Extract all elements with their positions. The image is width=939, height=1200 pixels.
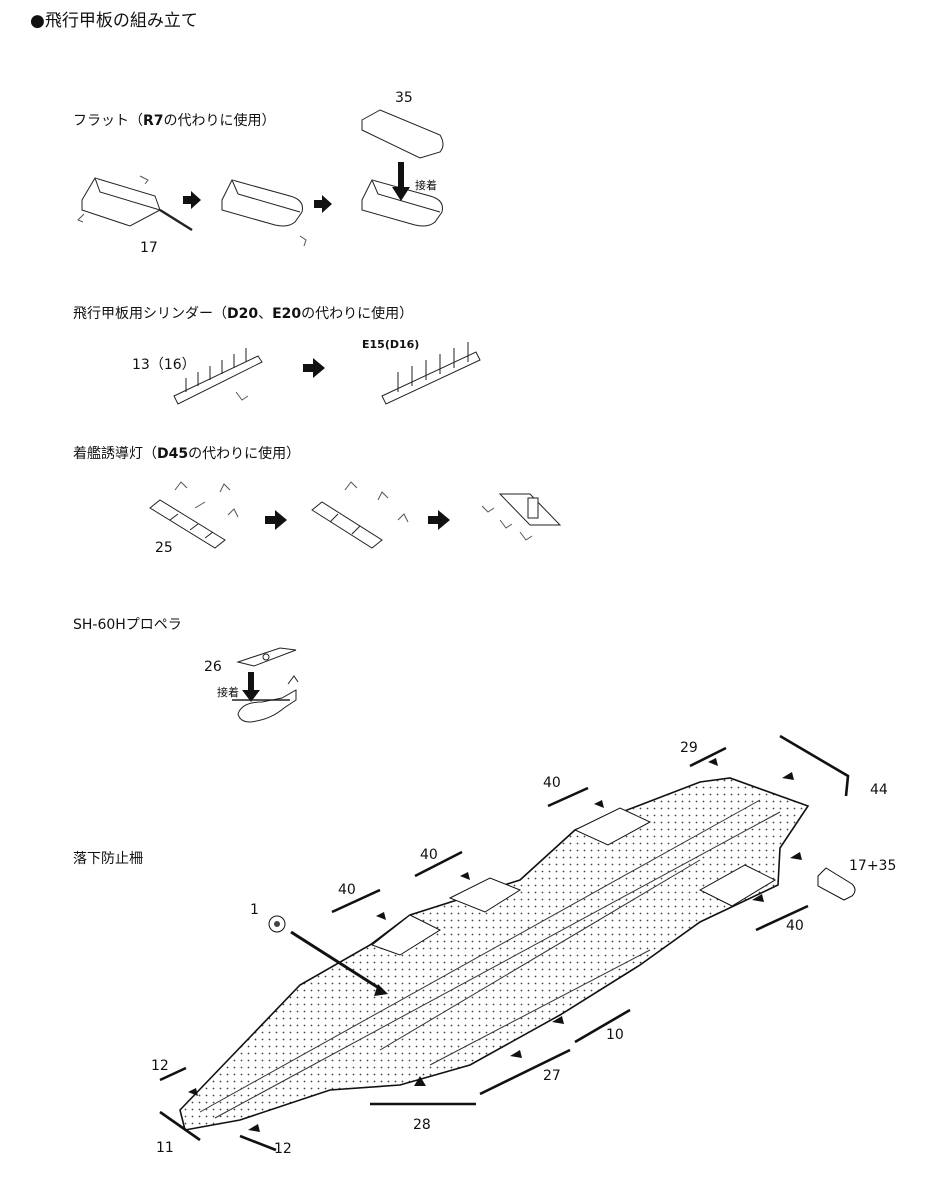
landing-light-step3 [481,493,562,541]
bar-40-mid [414,850,463,878]
heading-cylinder-post: の代わりに使用） [301,306,414,322]
callout-10: 10 [606,1027,624,1043]
arrow-12-bottom [248,1124,260,1132]
label-part-35: 35 [395,90,413,106]
arrow-28 [414,1076,426,1086]
arrow-right-flat-2 [314,195,332,213]
arrow-right-flat-1 [183,191,201,209]
callout-29: 29 [680,740,698,756]
heading-landing-light-pre: 着艦誘導灯（ [73,446,157,462]
callout-28: 28 [413,1117,431,1133]
heading-landing-light-post: の代わりに使用） [188,446,301,462]
label-part-e15: E15(D16) [362,338,420,351]
heading-cylinder-part2: E20 [272,306,302,322]
arrow-right-light-2 [428,510,450,530]
flight-deck [179,777,810,1131]
callout-40-left: 40 [338,882,356,898]
callout-arrows [188,758,802,1132]
bar-10 [574,1008,631,1044]
part-17-35-flat [817,867,856,901]
label-glue-propeller: 接着 [217,686,239,699]
heading-landing-light-part: D45 [157,446,189,462]
bar-12-top [159,1066,187,1082]
propeller-part-26 [236,647,297,667]
callout-27: 27 [543,1068,561,1084]
callout-40-right: 40 [786,918,804,934]
arrow-right-light-1 [265,510,287,530]
flight-deck-elevator-1 [370,914,442,956]
page-title: ●飛行甲板の組み立て [30,11,198,31]
heading-cylinder-pre: 飛行甲板用シリンダー（ [73,306,227,322]
label-part-26: 26 [204,659,222,675]
heading-flat-post: の代わりに使用） [163,113,276,129]
arrow-40-right [752,894,764,902]
bar-40-right [755,904,809,932]
callout-bars [159,734,850,1152]
arrow-down-glue-flat [392,162,410,201]
heading-propeller: SH-60Hプロペラ [73,617,182,633]
landing-light-part-25 [149,481,239,549]
heading-cylinder-part1: D20 [227,306,259,322]
arrow-17-35 [790,852,802,860]
flat-part-step1 [77,175,193,232]
flight-deck-surface [179,777,810,1131]
flat-cap-part-35 [361,109,444,159]
heading-flat-pre: フラット（ [73,113,143,129]
callout-40-top: 40 [543,775,561,791]
callout-17-35: 17+35 [849,858,897,874]
bar-27 [479,1048,571,1096]
arrow-40-mid [460,872,470,880]
callout-11: 11 [156,1140,174,1156]
flat-part-step3 [361,179,443,227]
heading-flat: フラット（R7の代わりに使用） [73,110,276,130]
callout-44: 44 [870,782,888,798]
label-glue-flat: 接着 [415,179,437,192]
cylinder-part-e15 [381,342,481,405]
callout-1: 1 [250,902,259,918]
label-part-25: 25 [155,540,173,556]
arrow-down-glue-propeller [242,672,260,702]
arrow-29 [708,758,718,766]
part-1-fitting [268,915,388,996]
callout-12-bottom: 12 [274,1141,292,1157]
arrow-40-top [594,800,604,808]
bar-12-bottom [239,1134,277,1152]
heading-flat-part: R7 [143,113,164,129]
arrow-10 [552,1016,564,1024]
landing-light-step2 [311,481,409,549]
flight-deck-elevator-4 [698,864,777,907]
bar-44 [779,734,850,797]
label-part-13: 13（16） [132,357,196,373]
flight-deck-runway [199,799,781,1119]
flight-deck-elevator-2 [448,877,522,913]
heading-landing-light: 着艦誘導灯（D45の代わりに使用） [73,443,300,463]
arrow-40-left [376,912,386,920]
heading-railing: 落下防止柵 [73,851,143,867]
callout-12-top: 12 [151,1058,169,1074]
bar-29 [689,746,727,768]
callout-40-mid: 40 [420,847,438,863]
arrow-right-cylinder [303,358,325,378]
arrow-12-top [188,1088,198,1096]
heading-cylinder: 飛行甲板用シリンダー（D20、E20の代わりに使用） [73,303,413,323]
arrow-27 [510,1050,522,1058]
heading-cylinder-sep: 、 [258,306,273,322]
label-part-17: 17 [140,240,158,256]
bar-40-left [331,888,381,914]
helicopter-sh60h [232,675,299,723]
bar-40-top [547,786,589,808]
bar-11 [159,1110,201,1142]
cylinder-part-13 [173,348,263,405]
flight-deck-elevator-3 [573,807,652,846]
flat-part-step2 [221,179,307,247]
arrow-44 [782,772,794,780]
